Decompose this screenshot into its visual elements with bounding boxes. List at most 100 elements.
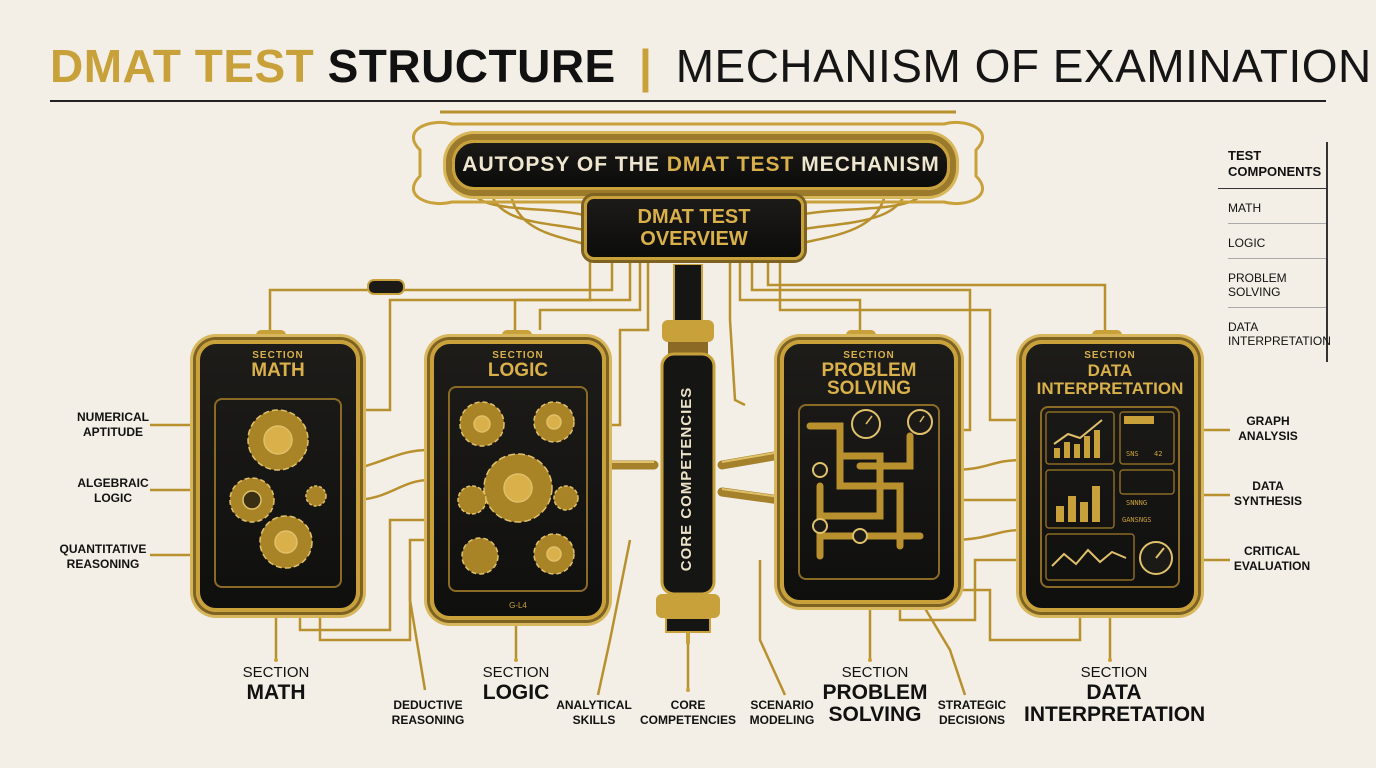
- title-divider: [50, 100, 1326, 102]
- label-algebraic-logic-line1: ALGEBRAIC: [77, 476, 149, 490]
- label-scenario-modeling-line1: SCENARIO: [750, 698, 814, 712]
- dashboard-icon: Q SNS 42 SNNNG GANSNGS: [1045, 411, 1175, 581]
- label-quantitative-reasoning-line2: REASONING: [66, 557, 140, 571]
- label-numerical-aptitude-line2: APTITUDE: [83, 425, 143, 439]
- title-separator: |: [639, 40, 653, 92]
- legend-item-data-interpretation: DATA INTERPRETATION: [1228, 308, 1331, 356]
- bottom-section-math: SECTION MATH: [216, 664, 336, 704]
- components-legend: TEST COMPONENTS MATH LOGIC PROBLEM SOLVI…: [1218, 142, 1331, 362]
- bottom-section-logic-tag: SECTION: [482, 664, 550, 681]
- math-gears-icon: [229, 409, 327, 569]
- title-part-structure: STRUCTURE: [327, 40, 616, 92]
- pipe-network-window: [798, 404, 940, 580]
- logic-gears-icon: [457, 401, 579, 575]
- data-panel-name-line1: DATA: [1087, 361, 1133, 380]
- label-strategic-decisions: STRATEGIC DECISIONS: [930, 698, 1014, 728]
- legend-heading-line2: COMPONENTS: [1228, 164, 1322, 179]
- dashboard-header: Q: [1126, 417, 1130, 425]
- label-critical-evaluation-line1: CRITICAL: [1244, 544, 1300, 558]
- legend-item-data-line1: DATA: [1228, 320, 1259, 334]
- label-deductive-reasoning: DEDUCTIVE REASONING: [380, 698, 476, 728]
- legend-heading: TEST COMPONENTS: [1228, 148, 1326, 180]
- logic-gear-window: [448, 386, 588, 592]
- overview-line2: OVERVIEW: [640, 228, 748, 250]
- page-title: DMAT TEST STRUCTURE | MECHANISM OF EXAMI…: [50, 36, 1371, 96]
- legend-item-problem-line1: PROBLEM: [1228, 271, 1287, 285]
- label-algebraic-logic: ALGEBRAIC LOGIC: [56, 476, 170, 506]
- math-gear-window: [214, 398, 342, 588]
- bottom-section-problem-line1: PROBLEM: [822, 681, 928, 704]
- bottom-section-problem-tag: SECTION: [841, 664, 909, 681]
- label-algebraic-logic-line2: LOGIC: [94, 491, 132, 505]
- label-quantitative-reasoning-line1: QUANTITATIVE: [59, 542, 147, 556]
- bottom-section-logic: SECTION LOGIC: [456, 664, 576, 704]
- legend-item-problem-solving: PROBLEM SOLVING: [1228, 259, 1326, 308]
- title-part-dmat: DMAT TEST: [50, 40, 315, 92]
- label-strategic-decisions-line1: STRATEGIC: [937, 698, 1007, 712]
- bottom-section-problem-line2: SOLVING: [828, 703, 922, 726]
- math-panel: SECTION MATH: [196, 340, 360, 612]
- bottom-section-data-line2: INTERPRETATION: [1024, 703, 1206, 726]
- title-part-mechanism: MECHANISM OF EXAMINATION: [675, 40, 1372, 92]
- dashboard-stat-value: 42: [1154, 450, 1162, 458]
- logic-plate: G-L4: [509, 601, 527, 610]
- bottom-section-logic-name: LOGIC: [482, 681, 550, 704]
- label-graph-analysis: GRAPH ANALYSIS: [1222, 414, 1314, 444]
- label-scenario-modeling: SCENARIO MODELING: [744, 698, 820, 728]
- problem-solving-panel: SECTION PROBLEM SOLVING: [780, 340, 958, 604]
- column-icon: [656, 263, 720, 644]
- legend-item-math-label: MATH: [1228, 201, 1262, 215]
- label-core-competencies-line1: CORE: [670, 698, 706, 712]
- logic-panel: SECTION LOGIC G-L4: [430, 340, 606, 620]
- plaque-suffix: MECHANISM: [801, 153, 940, 176]
- problem-panel-name: PROBLEM SOLVING: [784, 360, 954, 399]
- label-scenario-modeling-line2: MODELING: [749, 713, 815, 727]
- plaque-prefix: AUTOPSY OF THE: [462, 153, 660, 176]
- label-deductive-reasoning-line2: REASONING: [391, 713, 465, 727]
- logic-panel-tag: SECTION: [492, 350, 544, 361]
- bottom-section-math-name: MATH: [246, 681, 306, 704]
- column-label: CORE COMPETENCIES: [678, 386, 695, 572]
- dashboard-stat-label: SNS: [1126, 450, 1139, 458]
- problem-panel-tag: SECTION: [843, 350, 895, 361]
- data-panel-name-line2: INTERPRETATION: [1036, 379, 1184, 398]
- label-data-synthesis-line2: SYNTHESIS: [1233, 494, 1302, 508]
- label-analytical-skills-line2: SKILLS: [572, 713, 616, 727]
- dashboard-row1: SNNNG: [1126, 499, 1147, 507]
- label-core-competencies-line2: COMPETENCIES: [639, 713, 736, 727]
- pipe-network-icon: [806, 409, 933, 560]
- label-quantitative-reasoning: QUANTITATIVE REASONING: [46, 542, 160, 572]
- plaque-highlight: DMAT TEST: [666, 153, 795, 176]
- bottom-section-math-tag: SECTION: [242, 664, 310, 681]
- problem-panel-name-line2: SOLVING: [826, 378, 912, 399]
- bottom-section-data-tag: SECTION: [1080, 664, 1148, 681]
- bottom-section-data-line1: DATA: [1086, 681, 1142, 704]
- label-data-synthesis: DATA SYNTHESIS: [1222, 479, 1314, 509]
- data-panel-tag: SECTION: [1084, 350, 1136, 361]
- legend-item-logic: LOGIC: [1228, 224, 1326, 259]
- label-critical-evaluation: CRITICAL EVALUATION: [1226, 544, 1318, 574]
- label-analytical-skills-line1: ANALYTICAL: [556, 698, 632, 712]
- data-panel-name: DATA INTERPRETATION: [1026, 362, 1194, 398]
- dashboard-row2: GANSNGS: [1122, 516, 1152, 524]
- data-interpretation-panel: SECTION DATA INTERPRETATION Q SNS 42 SN: [1022, 340, 1198, 612]
- bottom-section-data-interpretation: SECTION DATA INTERPRETATION: [1024, 664, 1206, 726]
- overview-line1: DMAT TEST: [637, 206, 751, 228]
- legend-item-problem-line2: SOLVING: [1228, 285, 1281, 299]
- math-panel-name: MATH: [251, 360, 305, 381]
- problem-panel-name-line1: PROBLEM: [821, 360, 917, 381]
- label-data-synthesis-line1: DATA: [1252, 479, 1284, 493]
- bottom-section-problem-solving: SECTION PROBLEM SOLVING: [800, 664, 950, 726]
- label-deductive-reasoning-line1: DEDUCTIVE: [393, 698, 463, 712]
- overview-box: DMAT TEST OVERVIEW: [584, 196, 804, 260]
- legend-item-data-line2: INTERPRETATION: [1228, 334, 1331, 348]
- legend-item-logic-label: LOGIC: [1228, 236, 1266, 250]
- autopsy-plaque: AUTOPSY OF THE DMAT TEST MECHANISM: [452, 140, 950, 190]
- label-core-competencies: CORE COMPETENCIES: [636, 698, 740, 728]
- core-competencies-column: [654, 263, 722, 644]
- label-numerical-aptitude: NUMERICAL APTITUDE: [56, 410, 170, 440]
- label-numerical-aptitude-line1: NUMERICAL: [77, 410, 149, 424]
- legend-divider: [1218, 188, 1326, 189]
- label-analytical-skills: ANALYTICAL SKILLS: [552, 698, 636, 728]
